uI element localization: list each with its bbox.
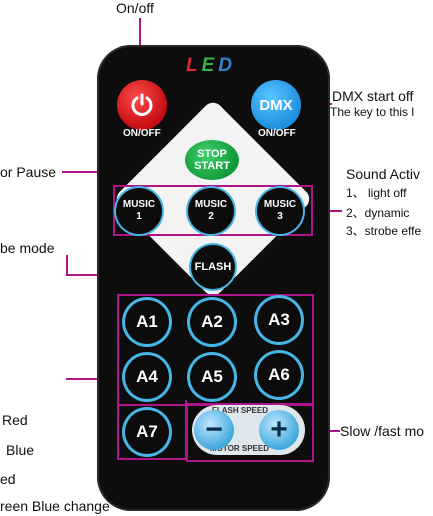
callout-dmx-title: DMX start off [332,88,414,104]
callout-ed: ed [0,471,16,487]
a7-button[interactable]: A7 [125,410,169,454]
power-icon [131,93,153,116]
brand-logo: LED [186,55,236,77]
brand-letter: E [201,55,219,76]
connector-line [66,378,118,380]
stop-label: STOP [197,148,227,160]
motor-speed-label: MOTOR SPEED [210,444,269,453]
callout-sound-title: Sound Activ [346,166,420,182]
a5-button[interactable]: A5 [190,355,234,399]
music-3-button[interactable]: MUSIC 3 [257,188,303,234]
callout-sound-2: 2、dynamic [346,206,410,220]
music-highlight-box [113,185,313,236]
stop-start-button[interactable]: STOP START [185,140,239,180]
music-label: MUSIC [194,199,228,210]
callout-blue: Blue [6,442,35,458]
a3-button[interactable]: A3 [257,298,301,342]
music-number: 1 [136,211,142,222]
music-number: 2 [208,211,214,222]
music-number: 3 [277,211,283,222]
callout-onoff: On/off [116,0,154,16]
start-label: START [194,160,230,172]
speed-plus-button[interactable]: + [259,410,299,450]
flash-speed-label: FLASH SPEED [212,406,269,415]
callout-change: reen Blue change [0,498,110,514]
a2-button[interactable]: A2 [190,300,234,344]
callout-sound-3: 3、strobe effe [346,224,422,238]
music-label: MUSIC [122,199,156,210]
speed-minus-button[interactable]: − [194,410,234,450]
power-button[interactable] [117,80,167,130]
callout-slowfast: Slow /fast mo [340,423,425,439]
callout-dmx-sub: The key to this l [330,105,415,119]
a6-button[interactable]: A6 [257,353,301,397]
brand-letter: D [218,55,237,76]
dmx-button[interactable]: DMX [251,80,301,130]
flash-button[interactable]: FLASH [191,245,235,289]
dmx-label: ON/OFF [258,128,296,139]
callout-red: Red [2,412,28,428]
a1-button[interactable]: A1 [125,300,169,344]
power-label: ON/OFF [123,128,161,139]
connector-line [66,255,68,275]
callout-pause: or Pause [0,164,57,180]
callout-sound-1: 1、 light off [346,186,407,200]
speed-highlight-box [186,403,314,462]
callout-strobe: be mode [0,240,55,256]
music-1-button[interactable]: MUSIC 1 [116,188,162,234]
brand-letter: L [186,55,202,76]
a4-button[interactable]: A4 [125,355,169,399]
music-2-button[interactable]: MUSIC 2 [188,188,234,234]
music-label: MUSIC [263,199,297,210]
